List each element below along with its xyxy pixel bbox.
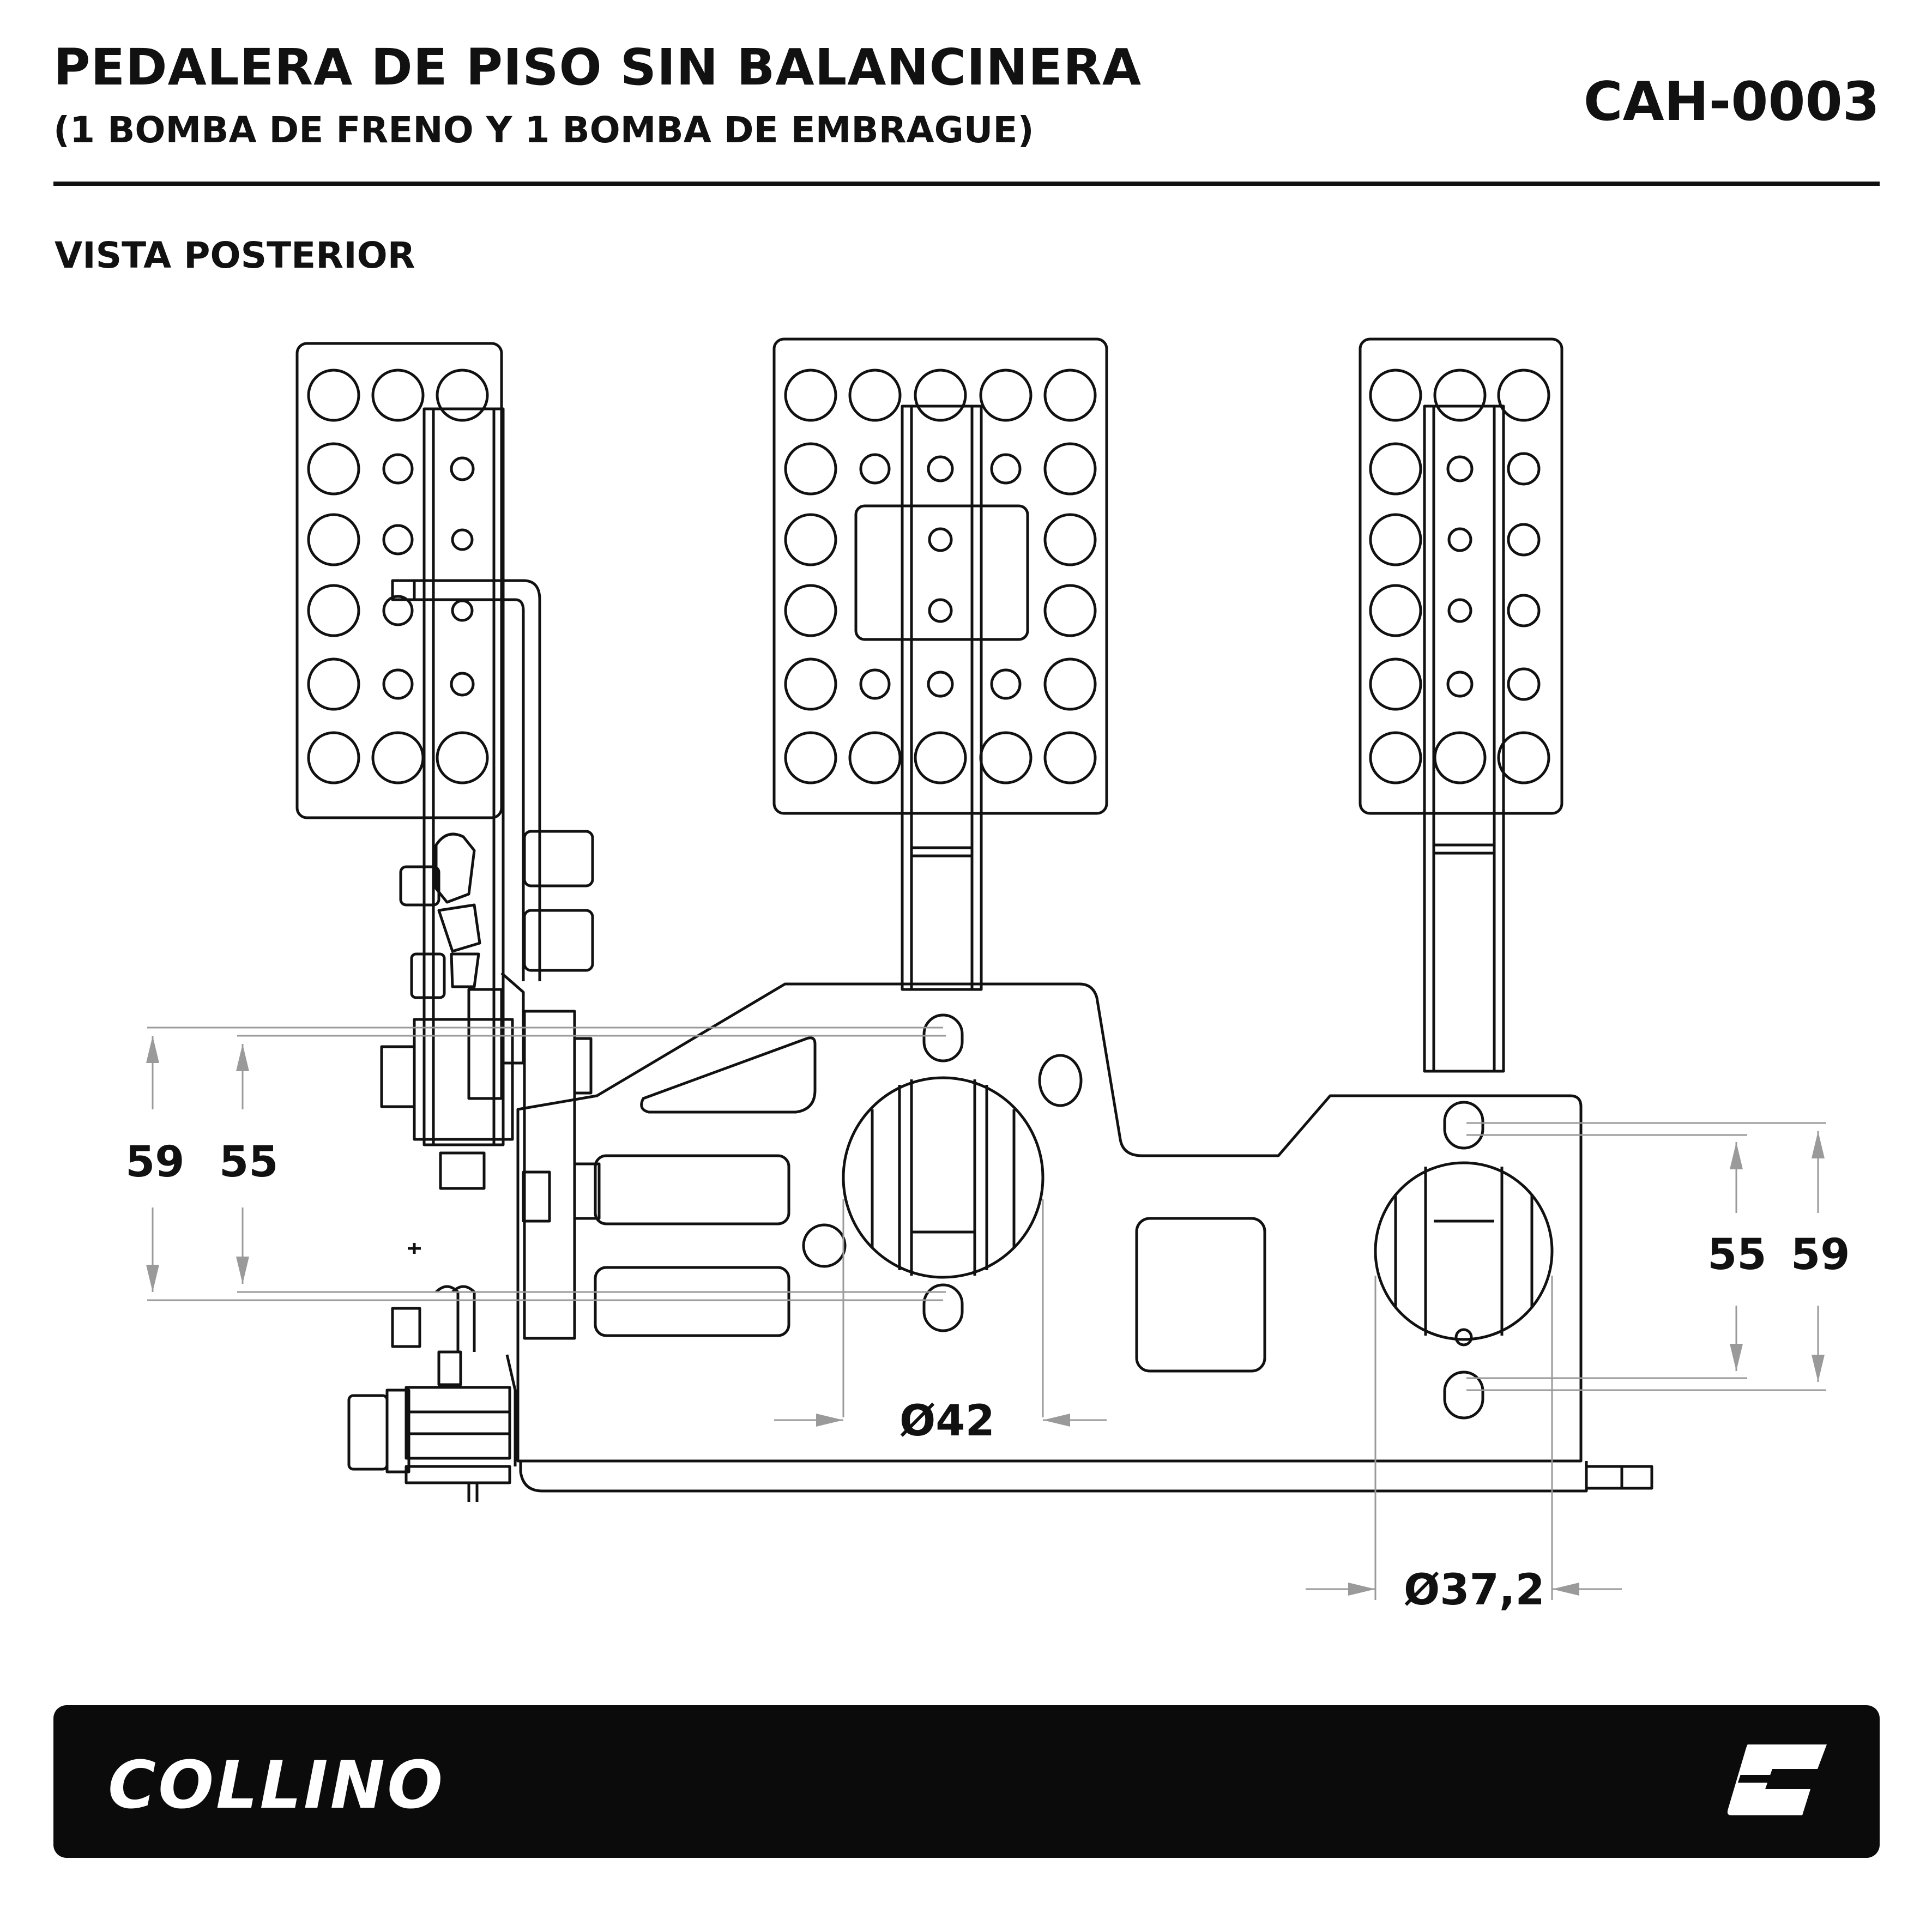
pad-hole <box>784 584 837 637</box>
pad-hole <box>784 369 837 422</box>
pad-hole <box>371 731 425 784</box>
pad-hole <box>990 453 1022 485</box>
bore-right <box>1374 1161 1554 1347</box>
pad-hole <box>1043 657 1097 711</box>
pad-hole <box>1507 667 1541 701</box>
pedal-pad-center <box>772 337 1108 815</box>
pad-hole <box>450 456 475 481</box>
pad-hole <box>382 524 414 556</box>
header-divider <box>53 182 1880 186</box>
pad-hole <box>1369 513 1422 566</box>
pad-hole <box>1043 442 1097 496</box>
page-subtitle: (1 BOMBA DE FRENO Y 1 BOMBA DE EMBRAGUE) <box>53 109 1034 151</box>
pad-hole <box>450 672 475 697</box>
collino-c-logo-icon <box>1727 1744 1827 1815</box>
base-rail <box>519 1461 1653 1493</box>
pad-hole <box>1369 731 1422 784</box>
dim-left-outer: 59 <box>125 1138 185 1187</box>
pad-hole <box>1507 523 1541 557</box>
pad-hole <box>990 668 1022 700</box>
pad-hole <box>1043 513 1097 566</box>
pad-hole <box>859 668 891 700</box>
pad-hole <box>927 455 954 482</box>
pad-hole <box>436 731 489 784</box>
pad-hole <box>848 731 902 784</box>
pad-hole <box>979 369 1033 422</box>
pedal-arm-center <box>901 404 983 991</box>
pad-hole <box>451 599 474 622</box>
pad-hole <box>307 442 360 496</box>
pad-hole <box>1369 369 1422 422</box>
pad-hole <box>307 657 360 711</box>
pedal-assembly-drawing: 59 55 55 59 Ø42 Ø37,2 <box>125 337 1850 1615</box>
pad-hole <box>1369 442 1422 496</box>
pedal-pad-right <box>1359 337 1563 815</box>
brand-wordmark: COLLINO <box>108 1748 445 1824</box>
pad-hole <box>859 453 891 485</box>
dim-right-outer: 59 <box>1791 1230 1850 1279</box>
left-mechanism <box>347 830 601 1502</box>
pad-hole <box>1043 731 1097 784</box>
pad-hole <box>382 453 414 485</box>
dim-left-inner: 55 <box>219 1138 279 1187</box>
pad-hole <box>784 513 837 566</box>
part-code: CAH-0003 <box>1583 71 1880 133</box>
pad-hole <box>914 731 967 784</box>
page-title: PEDALERA DE PISO SIN BALANCINERA <box>53 38 1142 96</box>
bore-left <box>842 1076 1045 1279</box>
pad-hole <box>1447 527 1472 552</box>
pad-hole <box>1369 657 1422 711</box>
dim-bore-right: Ø37,2 <box>1404 1566 1545 1615</box>
pad-hole <box>1507 594 1541 627</box>
pad-hole <box>1369 584 1422 637</box>
pad-hole <box>371 369 425 422</box>
pad-holes <box>307 369 1550 784</box>
pad-hole <box>914 369 967 422</box>
pad-hole <box>307 513 360 566</box>
pad-hole <box>1446 455 1474 482</box>
pad-hole <box>784 731 837 784</box>
dim-bore-left: Ø42 <box>899 1397 995 1446</box>
pedal-arm-left <box>422 407 505 1146</box>
pad-hole <box>382 595 414 626</box>
pad-hole <box>382 668 414 700</box>
pad-hole <box>1497 731 1550 784</box>
pad-hole <box>1433 369 1487 422</box>
view-label: VISTA POSTERIOR <box>55 234 415 276</box>
pedal-arm-right <box>1423 404 1505 1073</box>
pad-hole <box>307 584 360 637</box>
footer-bar: COLLINO <box>53 1705 1880 1858</box>
pad-hole <box>1497 369 1550 422</box>
pad-hole <box>307 731 360 784</box>
pad-hole <box>307 369 360 422</box>
pad-hole <box>928 527 953 552</box>
center-bracket-plate <box>516 982 1583 1463</box>
pad-hole <box>784 442 837 496</box>
pad-hole <box>784 657 837 711</box>
pad-hole <box>848 369 902 422</box>
pad-hole <box>451 528 474 551</box>
pad-hole <box>1446 671 1474 698</box>
left-pedal-rod <box>391 579 541 981</box>
pad-hole <box>1507 452 1541 486</box>
pad-hole <box>1043 369 1097 422</box>
pad-hole <box>1433 731 1487 784</box>
pad-hole <box>1043 584 1097 637</box>
pad-hole <box>928 598 953 623</box>
pad-hole <box>436 369 489 422</box>
mounting-slots <box>802 1013 1484 1420</box>
pad-hole <box>1447 598 1472 623</box>
dim-right-inner: 55 <box>1707 1230 1767 1279</box>
pad-hole <box>979 731 1033 784</box>
pad-hole <box>927 671 954 698</box>
